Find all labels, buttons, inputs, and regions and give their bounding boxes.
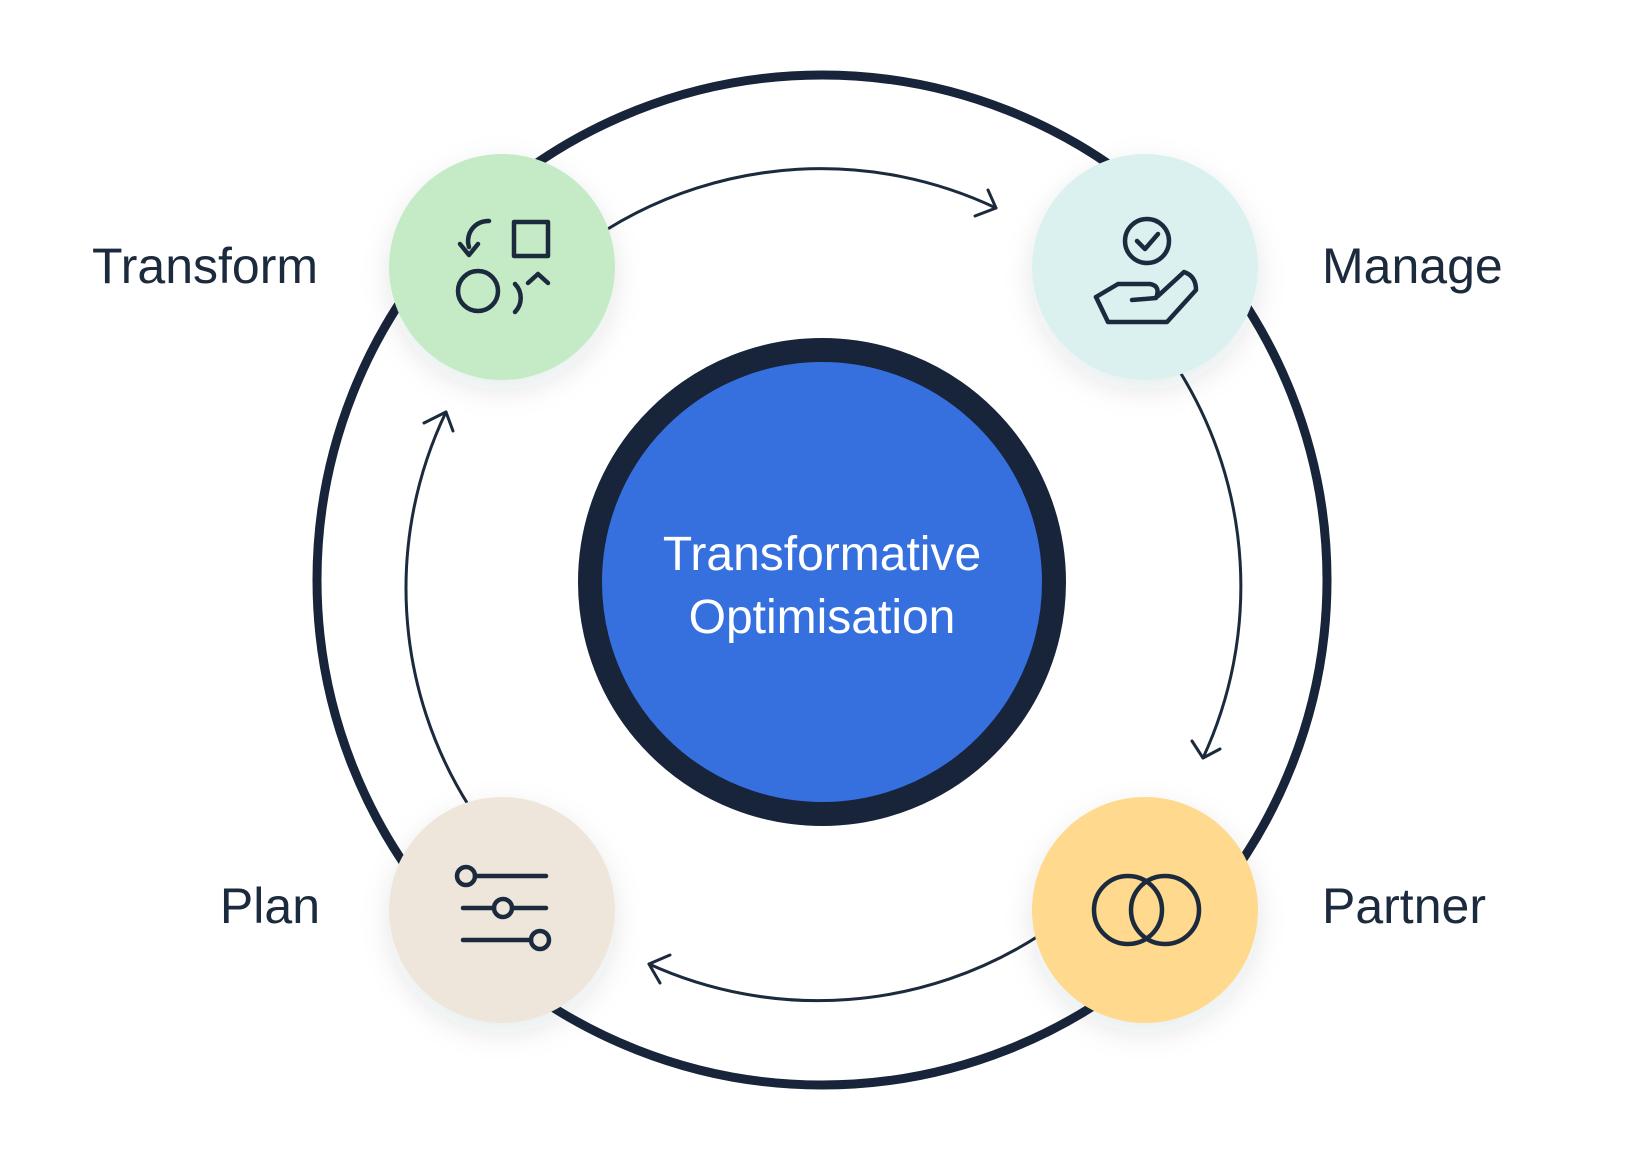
overlapping-circles-icon — [1091, 873, 1202, 947]
stage-partner: Partner — [1032, 797, 1486, 1023]
flow-arrow-transform-to-manage — [604, 167, 998, 232]
center-circle — [578, 338, 1066, 826]
stage-plan-label: Plan — [220, 878, 320, 934]
flow-arrows — [404, 167, 1243, 1003]
stage-partner-label: Partner — [1322, 878, 1486, 934]
stage-manage-label: Manage — [1322, 238, 1503, 294]
flow-arrow-plan-to-transform — [404, 410, 471, 808]
stage-manage-circle — [1032, 154, 1258, 380]
arrowhead-icon — [1190, 739, 1222, 760]
arrowhead-icon — [973, 188, 998, 218]
flow-arrow-partner-to-plan — [647, 933, 1042, 1003]
stage-transform-circle — [389, 154, 615, 380]
stage-plan: Plan — [220, 797, 615, 1023]
center-title-line-2: Optimisation — [689, 591, 956, 644]
stage-plan-circle — [389, 797, 615, 1023]
arrowhead-icon — [647, 953, 672, 985]
shapes-transform-icon — [455, 218, 551, 315]
center-title-line-1: Transformative — [663, 528, 981, 581]
stage-manage: Manage — [1032, 154, 1503, 380]
stage-transform: Transform — [92, 154, 615, 380]
outer-ring — [312, 70, 1332, 1090]
stage-partner-circle — [1032, 797, 1258, 1023]
arrowhead-icon — [422, 410, 455, 433]
stage-transform-label: Transform — [92, 238, 318, 294]
flow-arrow-manage-to-partner — [1178, 370, 1243, 760]
sliders-icon — [454, 864, 552, 952]
hand-with-check-icon — [1093, 216, 1199, 325]
